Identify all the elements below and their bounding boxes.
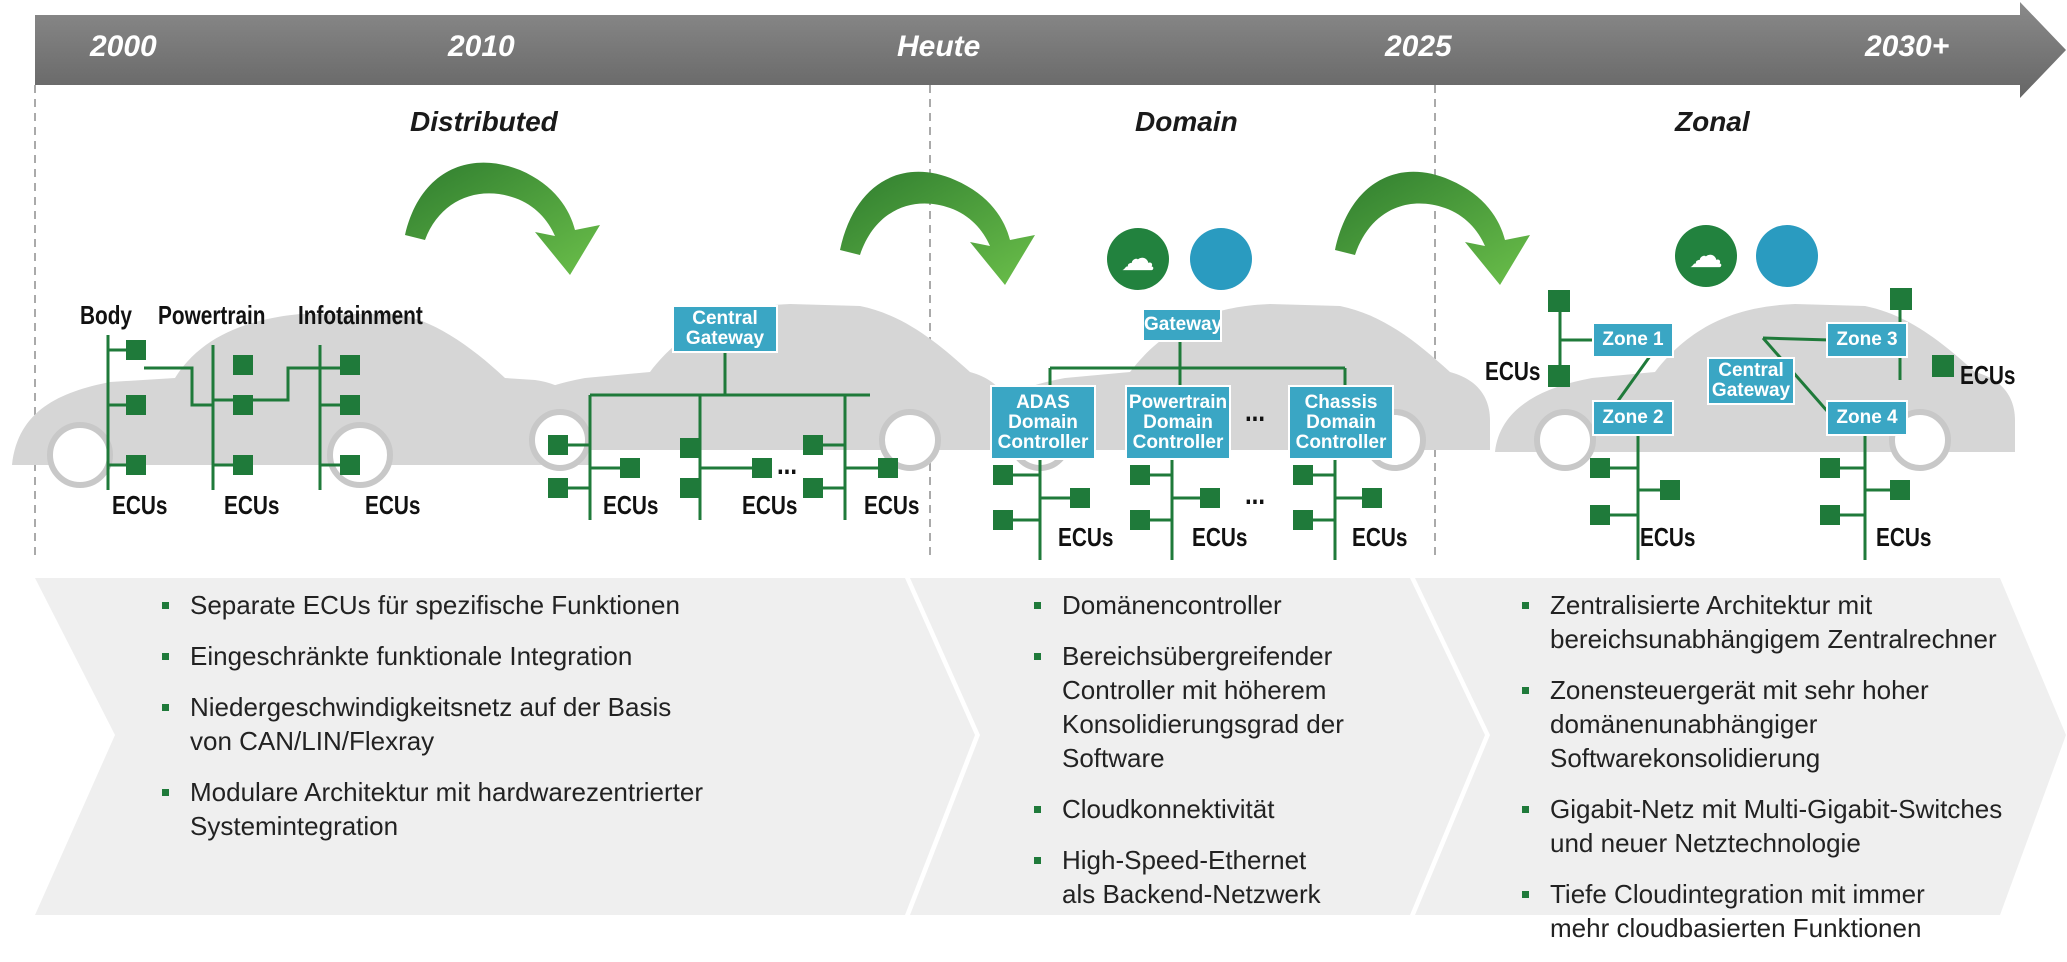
chevron-panels <box>35 578 2066 915</box>
box-line: Chassis <box>1304 391 1378 413</box>
ecus-label: ECUs <box>224 490 280 520</box>
domain-wiring <box>1012 340 1362 560</box>
bullet-item: Separate ECUs für spezifische Funktionen <box>158 588 718 622</box>
box-line: Gateway <box>1711 380 1791 401</box>
ecus-label: ECUs <box>1960 360 2016 390</box>
ellipsis: ... <box>1245 395 1266 428</box>
box-line: Domain <box>1143 411 1213 433</box>
box-line: Controller <box>1132 431 1224 453</box>
zonal-ecu-squares <box>1548 288 1954 525</box>
ecus-label: ECUs <box>603 490 659 520</box>
box-line: Gateway <box>685 328 765 349</box>
era-domain: Domain <box>1135 106 1238 137</box>
timeline-arrow <box>35 2 2066 98</box>
domain-body-label: Body <box>80 300 132 330</box>
ecus-label: ECUs <box>742 490 798 520</box>
domain-ecu-squares <box>993 465 1382 530</box>
distributed-wiring <box>106 335 340 490</box>
era-distributed: Distributed <box>410 106 558 137</box>
ecus-label: ECUs <box>864 490 920 520</box>
adas-controller-box: ADAS Domain Controller <box>990 385 1096 460</box>
zonal-central-gateway-box: Central Gateway <box>1707 357 1795 405</box>
domain-infotainment-label: Infotainment <box>298 300 423 330</box>
year-today: Heute <box>897 30 981 63</box>
database-icon <box>1190 228 1252 290</box>
chassis-controller-box: Chassis Domain Controller <box>1288 385 1394 460</box>
box-line: Zone 1 <box>1602 329 1664 350</box>
cloud-icon: ☁ <box>1107 228 1169 290</box>
box-line: Controller <box>1295 431 1387 453</box>
bullet-item: Cloudkonnektivität <box>1030 792 1410 826</box>
transition-arrows <box>405 162 1530 285</box>
box-line: Domain <box>1008 411 1078 433</box>
box-line: Zone 4 <box>1836 407 1898 428</box>
distributed-bullet-list: Separate ECUs für spezifische Funktionen… <box>158 588 718 860</box>
ecus-label: ECUs <box>112 490 168 520</box>
zone-1-box: Zone 1 <box>1592 322 1674 358</box>
box-line: Zone 3 <box>1836 329 1898 350</box>
zone-3-box: Zone 3 <box>1826 322 1908 358</box>
central-ecu-squares <box>548 435 898 498</box>
era-zonal: Zonal <box>1675 106 1750 137</box>
ecus-label: ECUs <box>1640 522 1696 552</box>
year-2030plus: 2030+ <box>1865 30 1950 63</box>
zonal-wiring <box>1558 300 1902 560</box>
box-line: Controller <box>997 431 1089 453</box>
year-2000: 2000 <box>90 30 157 63</box>
box-line: Gateway <box>1144 314 1223 335</box>
bullet-item: Eingeschränkte funktionale Integration <box>158 639 718 673</box>
ecus-label: ECUs <box>1352 522 1408 552</box>
box-line: Central <box>1718 360 1784 381</box>
ecus-label: ECUs <box>1485 356 1541 386</box>
box-line: Zone 2 <box>1602 407 1664 428</box>
box-line: Powertrain <box>1128 391 1228 413</box>
domain-powertrain-label: Powertrain <box>158 300 266 330</box>
box-line: ADAS <box>1016 391 1070 413</box>
central-gateway-box: Central Gateway <box>672 305 778 353</box>
ecus-label: ECUs <box>365 490 421 520</box>
distributed-ecu-squares <box>126 340 360 475</box>
powertrain-controller-box: Powertrain Domain Controller <box>1125 385 1231 460</box>
zone-2-box: Zone 2 <box>1592 400 1674 436</box>
ellipsis: ... <box>777 448 798 481</box>
ecus-label: ECUs <box>1058 522 1114 552</box>
year-2010: 2010 <box>448 30 515 63</box>
bullet-item: Modulare Architektur mit hardwarezentrie… <box>158 775 718 843</box>
box-line: Central <box>692 308 758 329</box>
bullet-item: Niedergeschwindigkeitsnetz auf der Basis… <box>158 690 718 758</box>
ecus-label: ECUs <box>1876 522 1932 552</box>
year-2025: 2025 <box>1385 30 1452 63</box>
ellipsis: ... <box>1245 478 1266 511</box>
zone-4-box: Zone 4 <box>1826 400 1908 436</box>
cloud-icon: ☁ <box>1675 225 1737 287</box>
bullet-item: Domänencontroller <box>1030 588 1410 622</box>
database-icon <box>1756 225 1818 287</box>
gateway-box: Gateway <box>1142 308 1222 342</box>
box-line: Domain <box>1306 411 1376 433</box>
ecus-label: ECUs <box>1192 522 1248 552</box>
